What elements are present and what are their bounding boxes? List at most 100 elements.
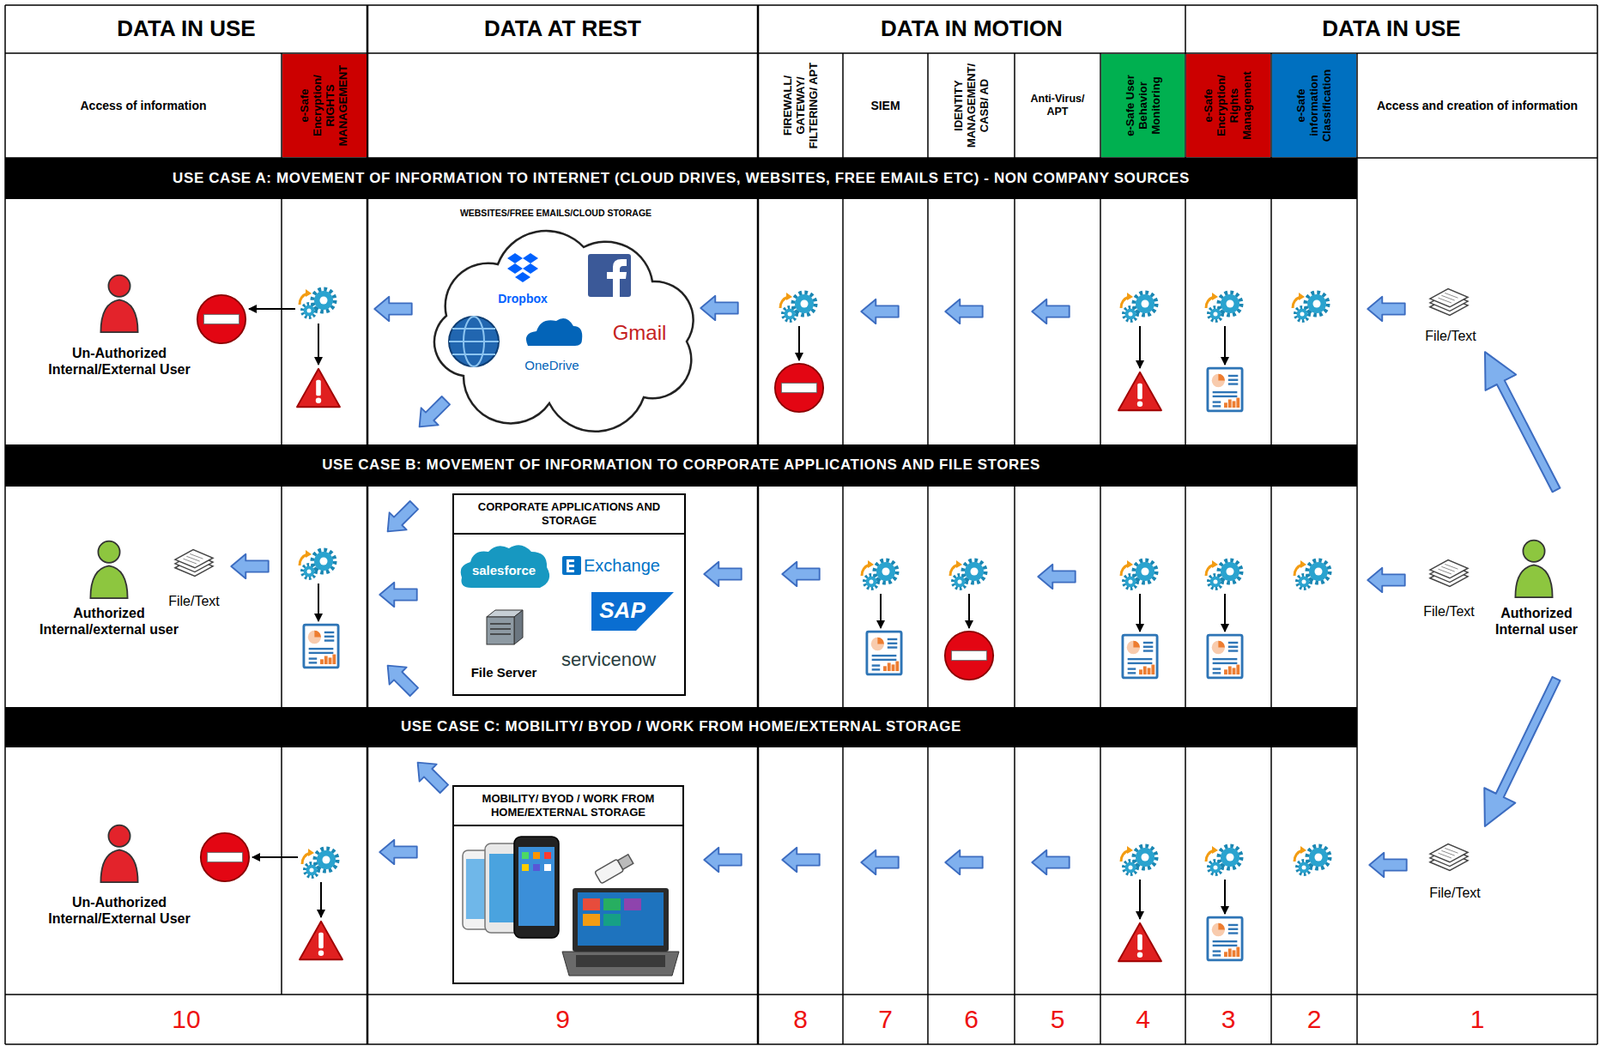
gear-icon — [1206, 292, 1242, 322]
cloud-illustration — [412, 204, 700, 415]
flow-arrow — [379, 582, 417, 607]
logo-shape — [522, 263, 539, 274]
app-icon — [533, 852, 540, 860]
gear-icon — [299, 550, 335, 579]
flow-arrow — [409, 754, 454, 799]
stop-sign — [945, 631, 994, 680]
leader-arrow — [879, 593, 882, 629]
file-icon — [1430, 844, 1468, 872]
facebook-logo — [587, 254, 631, 297]
gear-icon — [1121, 560, 1157, 589]
column-header-text: Access and creation of information — [1371, 98, 1583, 114]
table-grid — [5, 5, 1598, 1045]
callout-number-text: 1 — [1465, 1004, 1491, 1036]
file-icon — [1430, 289, 1468, 316]
dropbox-logo — [507, 253, 539, 283]
warning-sign — [1118, 372, 1162, 411]
exchange-mark — [566, 559, 575, 573]
flow-arrow — [230, 554, 268, 579]
callout-number-text: 10 — [166, 1004, 206, 1036]
callout-number: 2 — [1271, 994, 1358, 1045]
leader-arrow — [1224, 326, 1226, 365]
use-case-bar: USE CASE B: MOVEMENT OF INFORMATION TO C… — [5, 444, 1358, 487]
sap-logo — [591, 592, 674, 631]
flow-arrow — [1031, 850, 1069, 875]
file-icon — [1430, 560, 1468, 588]
leader-arrow — [798, 326, 800, 361]
grid-line — [1356, 53, 1358, 1045]
gear-icon — [299, 289, 335, 318]
column-header: Access of information — [5, 53, 282, 158]
use-case-bar-text: USE CASE B: MOVEMENT OF INFORMATION TO C… — [316, 456, 1046, 474]
globe-parallel — [448, 328, 499, 355]
logo-shape — [507, 263, 523, 274]
laptop-base — [562, 951, 679, 976]
app-icon — [533, 864, 540, 872]
esafe-column-header-text: e-Safe Encryption/ RIGHTS MANAGEMENT — [298, 57, 351, 154]
gear-icon — [1294, 846, 1330, 875]
app-icon — [521, 864, 529, 872]
corporate-apps-box: CORPORATE APPLICATIONS AND STORAGEsalesf… — [452, 493, 686, 697]
file-label: File/Text — [1410, 603, 1488, 620]
logo-label: servicenow — [561, 648, 656, 672]
flow-arrow — [379, 840, 417, 865]
cloud-storage: WEBSITES/FREE EMAILS/CLOUD STORAGEDropbo… — [412, 204, 700, 415]
grid-line — [1596, 5, 1599, 1045]
flow-arrow — [703, 848, 741, 873]
esafe-column-header-text: e-Safe User Behavior Monitoring — [1123, 57, 1163, 154]
leader-arrow — [1224, 879, 1226, 915]
authorized-user-icon — [1515, 540, 1552, 599]
report-icon — [866, 631, 902, 675]
column-header: Access and creation of information — [1357, 53, 1598, 158]
flow-arrow — [1369, 853, 1407, 878]
logo-label: OneDrive — [524, 357, 579, 374]
tile — [582, 914, 600, 927]
file-label: File/Text — [1412, 884, 1498, 902]
grid-line — [5, 993, 1598, 996]
box-heading: CORPORATE APPLICATIONS AND STORAGE — [454, 495, 685, 535]
logo-label: File Server — [471, 665, 538, 681]
flow-arrow — [1367, 568, 1405, 593]
gear-icon — [1121, 292, 1157, 322]
callout-number-text: 5 — [1045, 1004, 1071, 1036]
report-icon — [1207, 635, 1243, 679]
server-icon — [514, 610, 523, 645]
gear-icon — [950, 560, 986, 589]
gear-icon — [302, 848, 338, 878]
gear-icon — [861, 560, 897, 589]
onedrive-logo — [526, 318, 582, 346]
flow-arrow — [379, 496, 424, 541]
user-label: Authorized Internal/external user — [18, 605, 200, 638]
gear-icon — [1206, 560, 1242, 589]
esafe-column-header: e-Safe Encryption/ RIGHTS MANAGEMENT — [282, 54, 367, 158]
section-header-text: DATA AT REST — [478, 15, 647, 43]
section-header: DATA AT REST — [367, 5, 758, 54]
logo-shape — [515, 272, 531, 283]
app-icon — [544, 852, 552, 860]
logo-label: SAP — [599, 597, 645, 625]
gear-icon — [1206, 846, 1242, 875]
use-case-bar-text: USE CASE C: MOBILITY/ BYOD / WORK FROM H… — [395, 718, 967, 736]
globe — [448, 316, 499, 367]
callout-number-text: 8 — [787, 1004, 813, 1036]
stop-sign — [775, 363, 824, 413]
warning-sign — [296, 369, 340, 407]
logo-shape — [507, 253, 523, 264]
leader-arrow — [1139, 326, 1141, 369]
callout-number: 6 — [927, 994, 1015, 1045]
column-header-text: FIREWALL/ GATEWAY/ FILTERING/ APT — [781, 56, 820, 155]
use-case-a-icons — [100, 275, 1468, 437]
leader-arrow — [317, 323, 320, 365]
use-case-b-icons — [90, 344, 1572, 835]
section-header: DATA IN USE — [1185, 5, 1598, 54]
flow-arrow — [411, 392, 455, 437]
column-header: Anti-Virus/ APT — [1014, 53, 1101, 158]
cloud-heading: WEBSITES/FREE EMAILS/CLOUD STORAGE — [412, 207, 700, 219]
grid-line — [842, 53, 844, 1045]
user-label: Authorized Internal user — [1483, 605, 1590, 638]
report-icon — [1207, 368, 1243, 412]
authorized-user-icon — [90, 541, 128, 600]
grid-line — [5, 52, 1598, 55]
